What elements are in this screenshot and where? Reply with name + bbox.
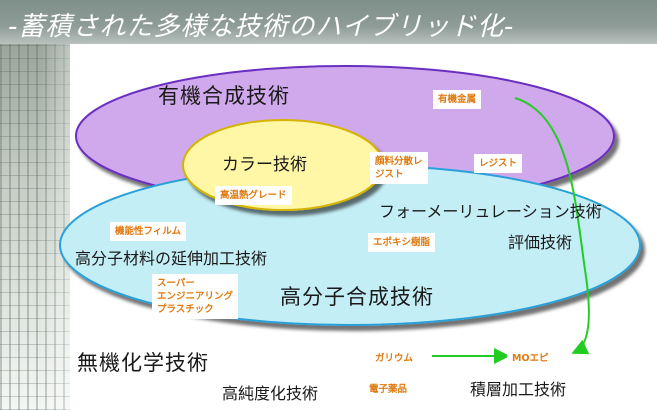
polymer-stretching-label: 高分子材料の延伸加工技術 [75,249,268,268]
color-technology-label: カラー技術 [222,155,307,175]
lamination-label: 積層加工技術 [470,380,567,399]
super-plastic-line-2: エンジニアリング [157,291,234,302]
inorganic-chemistry-label: 無機化学技術 [77,351,209,375]
polymer-synthesis-label: 高分子合成技術 [280,285,434,309]
pigment-resist-line-2: ジスト [375,169,404,180]
page-title: -蓄積された多様な技術のハイブリッド化- [8,12,515,42]
epoxy-resin-tag: エポキシ樹脂 [368,233,436,252]
organic-metal-arrow [514,97,590,355]
title-banner: -蓄積された多様な技術のハイブリッド化- [0,0,657,44]
organic-metal-tag: 有機金属 [433,90,482,109]
heat-grade-tag: 高温熱グレード [215,186,292,205]
pigment-resist-line-1: 顔料分散レ [375,156,423,167]
pigment-resist-tag: 顔料分散レ ジスト [370,152,428,184]
purification-label: 高純度化技術 [222,384,319,403]
electronic-chemicals-tag: 電子薬品 [364,380,413,399]
evaluation-label: 評価技術 [508,233,573,252]
super-plastic-line-3: プラスチック [157,304,214,315]
functional-film-tag: 機能性フィルム [110,222,187,241]
formulation-label: フォーメーリュレーション技術 [379,202,602,221]
resist-tag: レジスト [474,154,523,173]
gallium-tag: ガリウム [370,349,419,368]
super-plastic-line-1: スーパー [157,278,195,289]
organic-synthesis-label: 有機合成技術 [158,84,290,108]
mo-epi-tag: MOエピ [507,349,554,368]
super-engineering-plastic-tag: スーパー エンジニアリング プラスチック [152,274,239,319]
